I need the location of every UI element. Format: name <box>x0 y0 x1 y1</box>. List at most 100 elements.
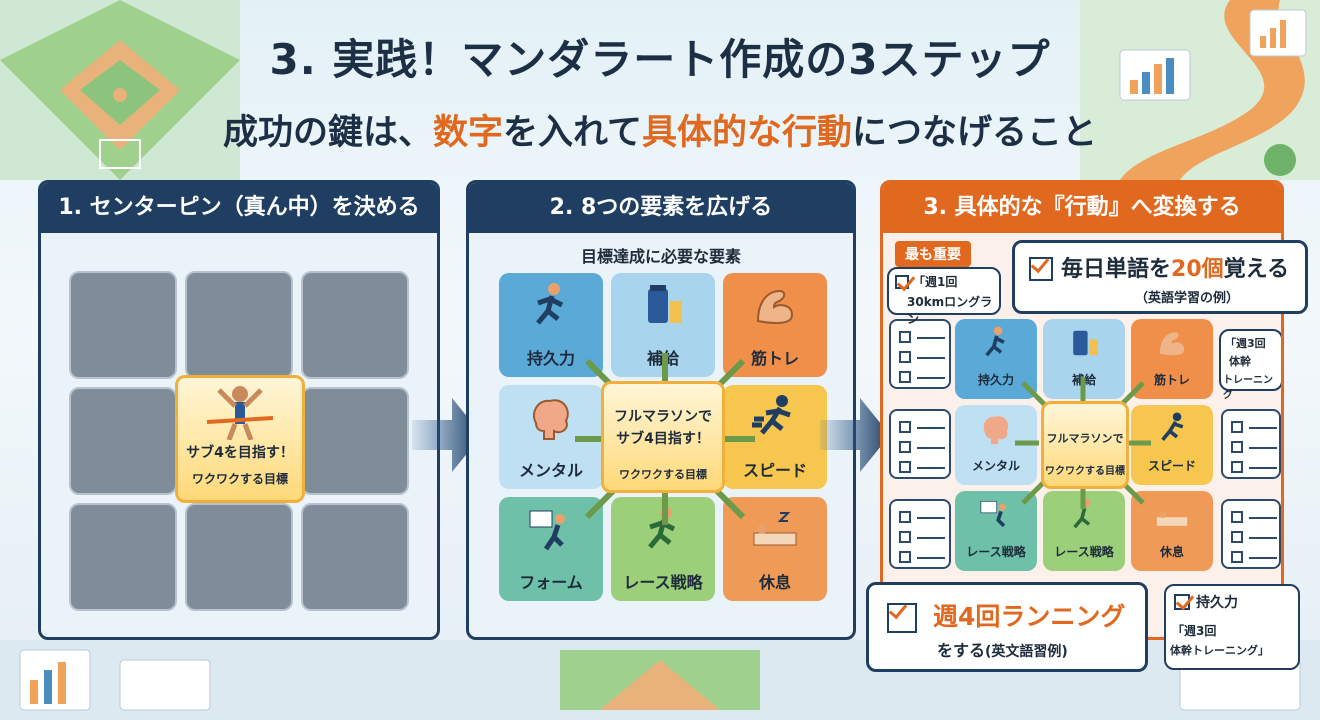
muscle-icon <box>1159 332 1185 356</box>
center-goal-line1: フルマラソンで <box>1046 432 1124 445</box>
center-goal-sublabel: ワクワクする目標 <box>191 472 288 486</box>
note-sub: （英語学習の例） <box>1135 291 1240 306</box>
muscle-icon <box>756 289 794 324</box>
step3-heading: 3. 具体的な『行動』へ変換する <box>883 183 1281 233</box>
element-cell-mental: メンタル <box>499 385 603 489</box>
checklist-icon <box>1221 499 1281 569</box>
sprinter-icon <box>1161 412 1184 441</box>
element-label: フォーム <box>519 573 583 592</box>
note-main-part2: 覚える <box>1223 257 1289 282</box>
check-icon <box>895 275 909 289</box>
note-main: 週4回ランニング <box>933 602 1126 631</box>
action-cell-label: レース戦略 <box>1054 545 1114 559</box>
step2-heading: 2. 8つの要素を広げる <box>469 183 853 233</box>
grid-cell <box>185 503 293 611</box>
note-core-training: 「週3回 体幹 トレーニング <box>1219 329 1281 401</box>
step2-caption: 目標達成に必要な要素 <box>580 247 741 266</box>
element-label: スピード <box>742 461 807 480</box>
note-title: 持久力 <box>1196 595 1238 611</box>
subtitle-part-3: を入れて <box>503 113 642 153</box>
baseball-field-illustration <box>0 0 240 180</box>
element-label: 休息 <box>758 573 791 592</box>
supplement-icon <box>648 285 682 323</box>
element-label: メンタル <box>518 461 583 480</box>
element-label: 筋トレ <box>750 349 799 368</box>
action-cell-label: レース戦略 <box>966 545 1026 559</box>
center-goal-cell: フルマラソンで ワクワクする目標 <box>1041 401 1129 489</box>
runner-icon <box>985 326 1005 357</box>
runner-icon <box>536 283 564 325</box>
brain-icon <box>532 399 569 440</box>
note-main-number: 20個 <box>1171 257 1224 282</box>
step-arrow-icon <box>820 398 890 472</box>
step1-panel: 1. センターピン（真ん中）を決める サブ4を目指す！ ワクワクする目標 <box>38 180 440 640</box>
note-daily-words: 毎日単語を20個覚える （英語学習の例） <box>1012 240 1308 314</box>
center-goal-line2: サブ4目指す！ <box>616 431 710 447</box>
action-cell-endurance: 持久力 <box>955 319 1037 399</box>
action-cell-race-strategy-1: レース戦略 <box>955 491 1037 571</box>
grid-cell <box>301 387 409 495</box>
center-goal-sublabel: ワクワクする目標 <box>619 468 707 481</box>
center-goal-cell: フルマラソンで サブ4目指す！ ワクワクする目標 <box>601 381 725 493</box>
element-cell-endurance: 持久力 <box>499 273 603 377</box>
supplement-icon <box>1073 330 1098 356</box>
check-icon <box>887 603 917 633</box>
check-icon <box>1029 257 1053 281</box>
sleep-icon <box>1156 510 1188 526</box>
grid-cell <box>185 271 293 379</box>
center-pin-cell: サブ4を目指す！ ワクワクする目標 <box>175 375 305 503</box>
checklist-icon <box>889 409 951 479</box>
center-goal-sublabel: ワクワクする目標 <box>1045 466 1125 477</box>
finisher-runner-icon <box>206 386 274 440</box>
page-subtitle: 成功の鍵は、数字を入れて具体的な行動につなげること <box>0 104 1320 155</box>
most-important-badge: 最も重要 <box>895 241 971 267</box>
grid-cell <box>301 271 409 379</box>
grid-cell <box>301 503 409 611</box>
note-sub: をする(英文語習例) <box>937 637 1068 661</box>
note-line: 「週1回 <box>913 275 958 289</box>
note-sub-part1: をする <box>937 641 986 660</box>
note-line: 30kmロングラン <box>907 295 993 326</box>
step1-heading: 1. センターピン（真ん中）を決める <box>41 183 437 233</box>
note-endurance-core: 持久力 「週3回 体幹トレーニング」 <box>1164 584 1300 670</box>
form-runner-icon <box>529 510 565 551</box>
form-runner-icon <box>980 500 1007 528</box>
page-title: 3. 実践！マンダラート作成の3ステップ <box>269 35 1051 84</box>
subtitle-part-1: 成功の鍵は、 <box>222 113 433 153</box>
note-line: 体幹 <box>1229 355 1251 368</box>
action-cell-strength: 筋トレ <box>1131 319 1213 399</box>
note-main-part1: 毎日単語を <box>1061 257 1172 282</box>
note-line: 「週3回 <box>1225 337 1266 350</box>
grid-cell <box>69 503 177 611</box>
checklist-icon <box>889 499 951 569</box>
action-cell-rest: 休息 <box>1131 491 1213 571</box>
element-label: 持久力 <box>526 349 575 368</box>
step-arrow-icon <box>412 398 482 472</box>
element-label: レース戦略 <box>623 573 703 592</box>
road-and-chart-illustration <box>1080 0 1320 180</box>
subtitle-highlight-number: 数字 <box>433 113 504 153</box>
note-main: 毎日単語を20個覚える <box>1061 251 1289 283</box>
grid-cell <box>69 387 177 495</box>
grid-cell <box>69 271 177 379</box>
sprinter-icon <box>752 395 791 435</box>
note-sub-part2: (英文語習例) <box>985 644 1068 660</box>
element-cell-race-strategy: レース戦略 <box>611 497 715 601</box>
note-line: トレーニング <box>1223 375 1273 401</box>
center-goal-line1: フルマラソンで <box>614 409 712 425</box>
note-weekly-long-run: 「週1回 30kmロングラン <box>887 267 1001 326</box>
step2-panel: 2. 8つの要素を広げる 目標達成に必要な要素 持久力 補給 筋トレ メンタル … <box>466 180 856 640</box>
action-cell-label: メンタル <box>971 459 1020 473</box>
sleep-icon <box>753 512 797 546</box>
action-cell-label: 休息 <box>1159 545 1184 559</box>
center-goal-label: サブ4を目指す！ <box>186 445 294 461</box>
checklist-icon <box>889 319 951 389</box>
checklist-icon <box>1221 409 1281 479</box>
check-icon <box>1174 594 1190 610</box>
action-cell-speed: スピード <box>1131 405 1213 485</box>
action-cell-label: スピード <box>1147 459 1196 473</box>
subtitle-part-5: につなげること <box>851 113 1097 153</box>
note-line: 体幹トレーニング」 <box>1170 644 1269 657</box>
action-cell-label: 筋トレ <box>1153 373 1190 387</box>
subtitle-highlight-action: 具体的な行動 <box>641 113 852 153</box>
